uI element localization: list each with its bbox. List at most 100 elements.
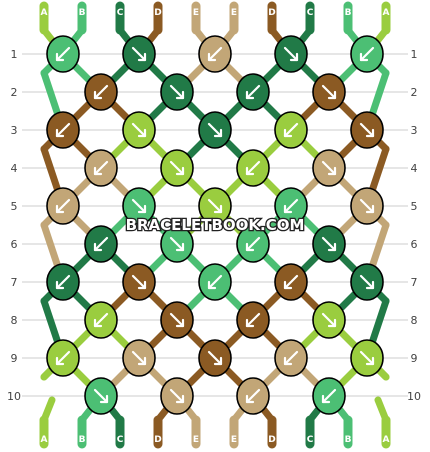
strand-bottom-letter: C (117, 435, 124, 445)
row-label-left: 4 (11, 162, 18, 175)
arrow-se-icon (93, 388, 109, 404)
arrow-head-icon (137, 204, 147, 214)
strand-top-letter: E (193, 8, 199, 18)
arrow-sw-icon (93, 160, 109, 176)
arrow-sw-icon (245, 312, 261, 328)
knot (160, 73, 194, 111)
arrow-sw-icon (245, 84, 261, 100)
arrow-sw-icon (93, 236, 109, 252)
knot (198, 187, 232, 225)
strand-bottom-letter: B (345, 435, 352, 445)
arrow-sw-icon (321, 388, 337, 404)
arrow-sw-icon (93, 84, 109, 100)
row-label-left: 9 (11, 352, 18, 365)
row-label-left: 3 (11, 124, 18, 137)
strand-bottom-letter: D (268, 435, 275, 445)
arrow-head-icon (245, 90, 255, 100)
arrow-sw-icon (55, 350, 71, 366)
knot (160, 301, 194, 339)
knot (274, 339, 308, 377)
knot (46, 339, 80, 377)
arrow-head-icon (175, 394, 185, 404)
strand-bottom-letter: D (154, 435, 161, 445)
strand-bottom-letter: B (79, 435, 86, 445)
knot (84, 225, 118, 263)
row-label-left: 1 (11, 48, 18, 61)
arrow-head-icon (175, 318, 185, 328)
row-label-left: 5 (11, 200, 18, 213)
knot (46, 187, 80, 225)
arrow-head-icon (289, 52, 299, 62)
arrow-se-icon (169, 160, 185, 176)
knot (198, 111, 232, 149)
knots (46, 35, 384, 415)
arrow-sw-icon (359, 46, 375, 62)
row-label-right: 2 (411, 86, 418, 99)
arrow-head-icon (175, 166, 185, 176)
thread-segment (40, 396, 56, 424)
strand-bottom-letter: E (193, 435, 199, 445)
thread-segment (374, 396, 390, 424)
strand-top-letter: C (307, 8, 314, 18)
knot (198, 263, 232, 301)
strand-top-letter: D (154, 8, 161, 18)
knot (46, 35, 80, 73)
knot (350, 339, 384, 377)
knot (160, 377, 194, 415)
knot (122, 35, 156, 73)
arrow-se-icon (207, 122, 223, 138)
strand-bottom-letter: E (231, 435, 237, 445)
strand-bottom-letter: C (307, 435, 314, 445)
arrow-head-icon (99, 394, 109, 404)
arrow-se-icon (169, 312, 185, 328)
arrow-head-icon (327, 90, 337, 100)
arrow-head-icon (93, 242, 103, 252)
row-label-right: 8 (411, 314, 418, 327)
arrow-head-icon (245, 318, 255, 328)
arrow-head-icon (245, 394, 255, 404)
arrow-se-icon (207, 198, 223, 214)
arrow-se-icon (283, 46, 299, 62)
row-label-left: 2 (11, 86, 18, 99)
strand-top-letter: B (345, 8, 352, 18)
knot (236, 73, 270, 111)
arrow-head-icon (365, 356, 375, 366)
arrow-head-icon (93, 318, 103, 328)
row-label-right: 4 (411, 162, 418, 175)
arrow-head-icon (55, 280, 65, 290)
arrow-head-icon (207, 52, 217, 62)
knot (122, 263, 156, 301)
knot (84, 301, 118, 339)
arrow-head-icon (245, 166, 255, 176)
arrow-se-icon (169, 84, 185, 100)
arrow-head-icon (93, 90, 103, 100)
arrow-head-icon (137, 280, 147, 290)
arrow-head-icon (55, 204, 65, 214)
arrow-se-icon (131, 46, 147, 62)
arrow-se-icon (359, 274, 375, 290)
row-label-left: 6 (11, 238, 18, 251)
arrow-head-icon (327, 242, 337, 252)
knot (160, 225, 194, 263)
knot (122, 339, 156, 377)
arrow-se-icon (321, 312, 337, 328)
arrow-head-icon (365, 204, 375, 214)
arrow-head-icon (283, 280, 293, 290)
arrow-head-icon (283, 128, 293, 138)
arrow-head-icon (207, 280, 217, 290)
knot (350, 263, 384, 301)
knot (274, 35, 308, 73)
strand-bottom-letter: A (41, 435, 48, 445)
row-label-right: 7 (411, 276, 418, 289)
arrow-head-icon (175, 242, 185, 252)
knot (236, 149, 270, 187)
knot (122, 187, 156, 225)
arrow-sw-icon (283, 350, 299, 366)
knot (122, 111, 156, 149)
arrow-head-icon (55, 52, 65, 62)
knot (274, 263, 308, 301)
arrow-head-icon (137, 356, 147, 366)
knot (84, 149, 118, 187)
